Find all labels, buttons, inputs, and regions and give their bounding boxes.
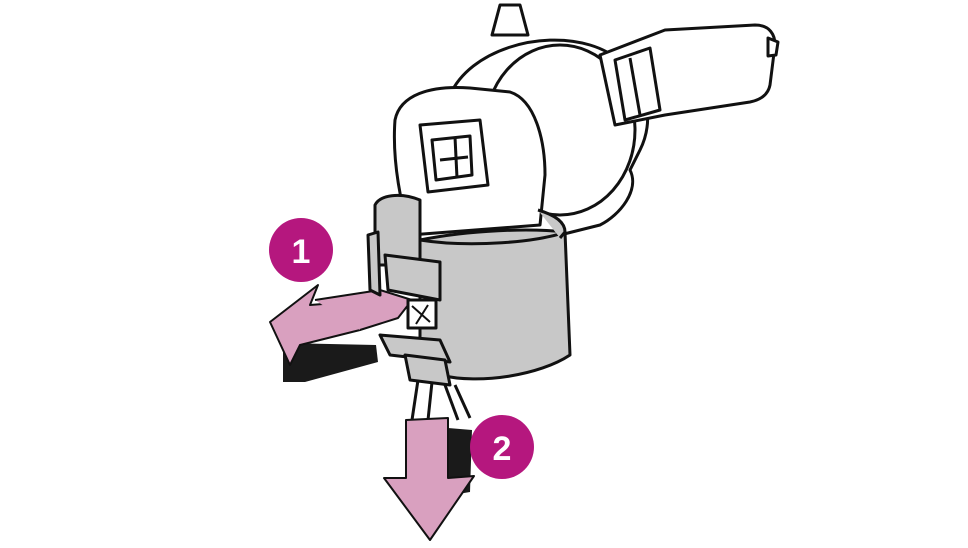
arrow-down-icon <box>383 417 475 541</box>
connector-body <box>366 193 572 387</box>
bulb-glass <box>598 23 780 127</box>
step-2-badge: 2 <box>470 415 534 479</box>
arrow-left-icon <box>269 284 413 382</box>
step-2-number: 2 <box>493 430 512 468</box>
bulb-plug-housing <box>392 85 547 237</box>
step-1-badge: 1 <box>269 218 333 282</box>
connector-wires <box>410 379 472 421</box>
step-1-number: 1 <box>292 233 311 271</box>
